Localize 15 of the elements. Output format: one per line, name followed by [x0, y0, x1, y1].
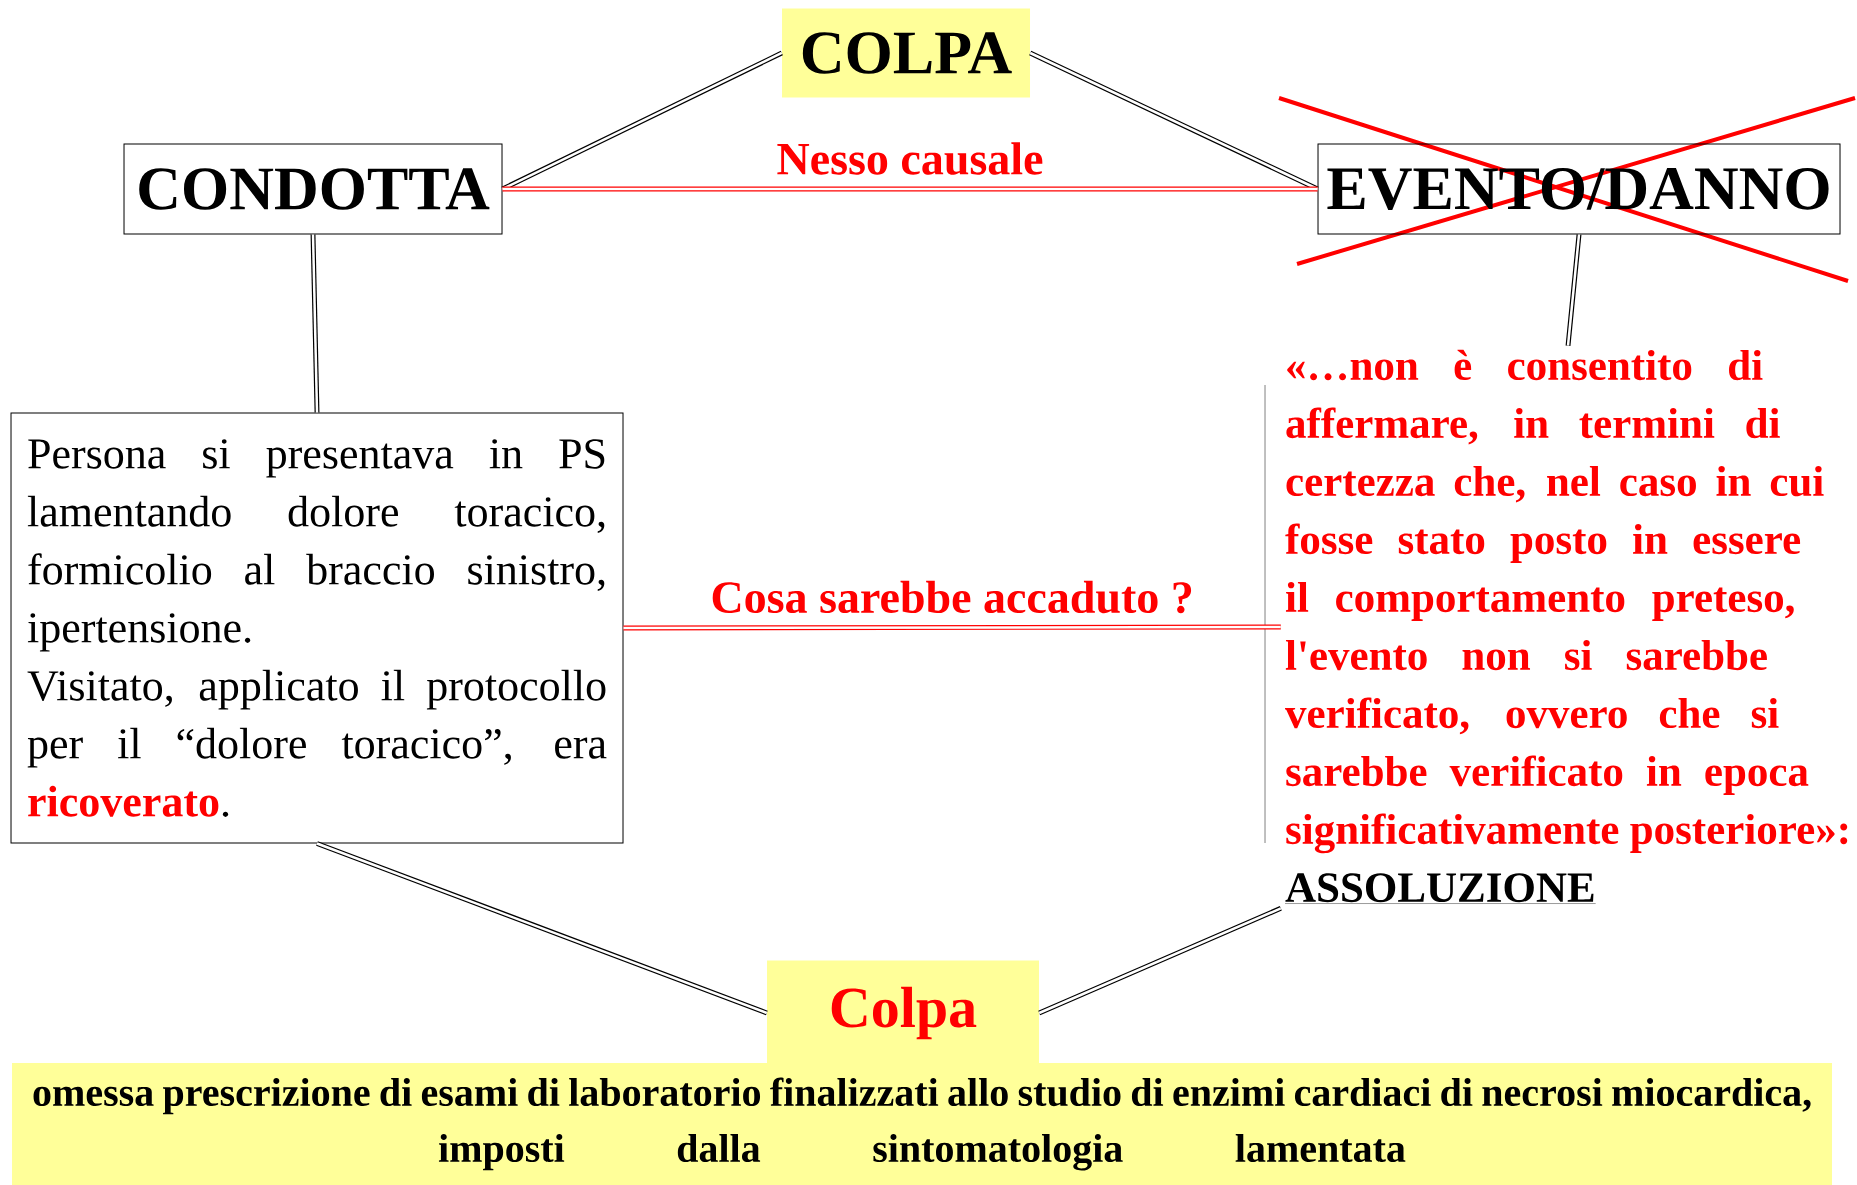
edge-label: Nesso causale [774, 140, 1046, 177]
double-line [1565, 234, 1582, 346]
double-line [310, 234, 320, 413]
edge-label: Cosa sarebbe accaduto ? [708, 578, 1196, 616]
heading-box: Colpa [767, 960, 1039, 1066]
quote-text: «…non è consentito di affermare, in termini di certezza che, nel caso in cui fosse stato posto in essere il comportamento preteso, l'evento non si sarebbe verificato, ovvero che si sarebbe verificato in epoca significativamente posteriore»: ASSOLUZIONE [1284, 349, 1848, 904]
heading-box: COLPA [782, 8, 1030, 98]
double-line [623, 624, 1281, 631]
double-line [1038, 906, 1282, 1016]
case-description-box: Persona si presentava in PS lamentando dolore toracico, formicolio al braccio sinistro, ipertensione. Visitato, applicato il protocollo per il “dolore toracico”, era ricoverato. [10, 412, 624, 844]
double-line [502, 186, 1318, 192]
double-line [501, 50, 783, 192]
node-label: Colpa [831, 986, 977, 1040]
double-line [316, 841, 768, 1016]
concept-box: CONDOTTA [123, 143, 503, 235]
